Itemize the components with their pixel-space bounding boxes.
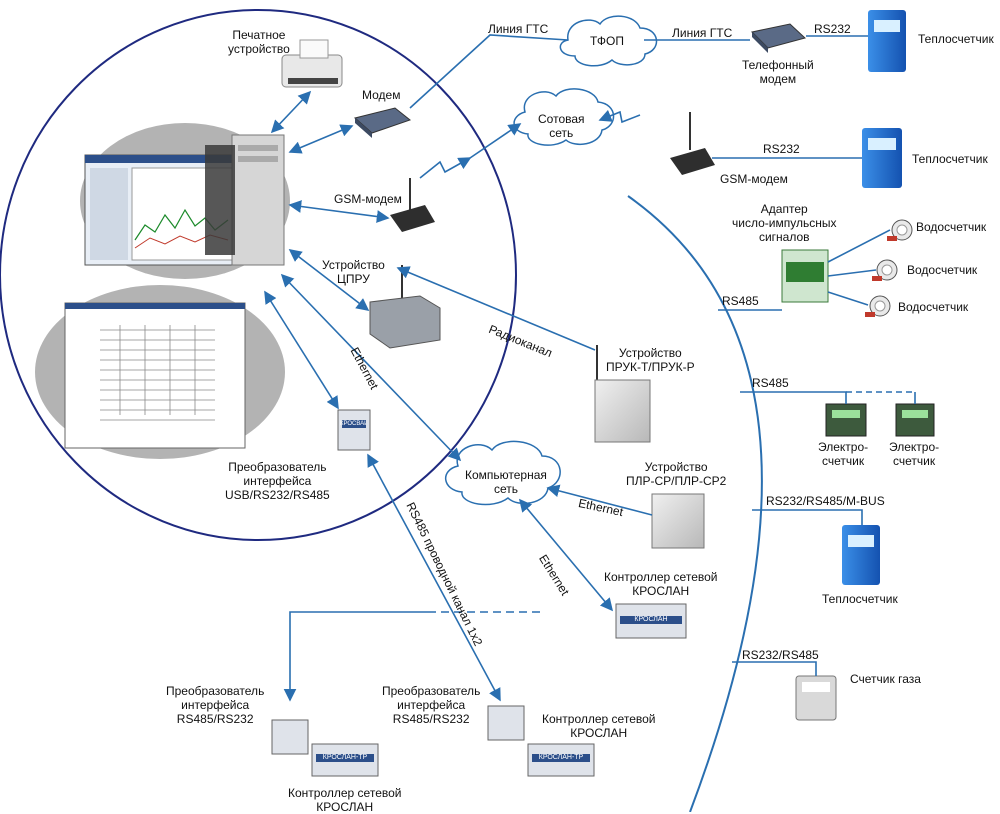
link-adapter-w2 <box>827 269 877 277</box>
label-water-1: Водосчетчик <box>916 220 987 234</box>
link-rs232-gas <box>732 661 817 676</box>
label-cellular: Сотовая сеть <box>538 112 585 140</box>
label-conv-left: Преобразователь интерфейса RS485/RS232 <box>166 684 265 726</box>
label-kroslan-right: Контроллер сетевой КРОСЛАН <box>604 570 718 598</box>
label-gsm-modem: GSM-модем <box>334 192 402 206</box>
link-adapter-w3 <box>827 291 869 306</box>
link-wired-left <box>283 611 428 702</box>
label-computer-net: Компьютерная сеть <box>465 468 547 496</box>
dispatch-zone-ellipse <box>0 9 517 541</box>
report-document <box>64 302 246 449</box>
field-zone-arc <box>627 195 763 812</box>
link-pc-gsm <box>288 200 390 223</box>
usb-converter-device <box>337 409 371 451</box>
electricity-meter-1 <box>825 403 867 437</box>
label-kroslan-bottom: Контроллер сетевой КРОСЛАН <box>288 786 402 814</box>
pulse-adapter-device <box>781 249 829 303</box>
label-gas-meter: Счетчик газа <box>850 672 921 686</box>
heat-meter-3 <box>842 525 880 585</box>
heat-meter-2 <box>862 128 902 188</box>
printer-device <box>281 39 343 88</box>
phone-modem-device <box>750 23 806 53</box>
label-rs232-top: RS232 <box>814 22 851 36</box>
gsm-modem-right-device <box>670 112 715 175</box>
label-rs232-rs485: RS232/RS485 <box>742 648 819 662</box>
gsm-modem-device <box>390 178 435 232</box>
label-line-gts-2: Линия ГТС <box>672 26 733 40</box>
pc-workstation <box>84 134 285 266</box>
link-mbus-heat3 <box>752 509 863 525</box>
label-modem: Модем <box>362 88 401 102</box>
label-kroslan-mid: Контроллер сетевой КРОСЛАН <box>542 712 656 740</box>
label-converter-usb: Преобразователь интерфейса USB/RS232/RS4… <box>225 460 330 502</box>
krosvayr-text: КРОСВАЙР <box>340 421 366 427</box>
kroslan-tr-mid-device <box>527 743 595 777</box>
label-heat-meter-3: Теплосчетчик <box>822 592 898 606</box>
label-pruk: Устройство ПРУК-Т/ПРУК-Р <box>606 346 695 374</box>
water-meter-3 <box>865 295 891 317</box>
label-rs232-mbus: RS232/RS485/M-BUS <box>766 494 885 508</box>
kroslan-panel-text: КРОСЛАН <box>634 616 668 623</box>
link-cpru-pruk <box>396 266 596 351</box>
link-pc-compnet <box>280 273 462 462</box>
label-line-gts-1: Линия ГТС <box>488 22 549 36</box>
tfop-cloud <box>559 15 658 67</box>
kroslan-tr-mid-text: КРОСЛАН-ТР <box>538 754 584 761</box>
kroslan-tr-left-device <box>311 743 379 777</box>
link-compnet-kroslan <box>518 498 614 612</box>
link-gsm-cellular-b <box>469 123 522 159</box>
heat-meter-1 <box>868 10 906 72</box>
label-water-3: Водосчетчик <box>898 300 969 314</box>
label-rs232-gsm: RS232 <box>763 142 800 156</box>
label-rs485-1: RS485 <box>722 294 759 308</box>
modem-device <box>353 107 412 138</box>
label-conv-mid: Преобразователь интерфейса RS485/RS232 <box>382 684 481 726</box>
link-usbconv-bottom <box>367 453 501 702</box>
water-meter-2 <box>872 259 898 281</box>
kroslan-tr-left-text: КРОСЛАН-ТР <box>322 754 368 761</box>
label-electro-1: Электро- счетчик <box>818 440 869 468</box>
electricity-meter-2 <box>895 403 935 437</box>
label-phone-modem: Телефонный модем <box>742 58 814 86</box>
kroslan-right-device <box>615 603 687 639</box>
gas-meter-device <box>795 675 837 721</box>
converter-mid-device <box>487 705 525 741</box>
pruk-device <box>594 345 651 443</box>
label-cpru: Устройство ЦПРУ <box>322 258 385 286</box>
label-heat-meter-2: Теплосчетчик <box>912 152 988 166</box>
label-water-2: Водосчетчик <box>907 263 978 277</box>
link-adapter-w1 <box>827 229 891 263</box>
link-pc-printer <box>270 90 312 134</box>
link-cellular-gsmright <box>598 109 641 124</box>
label-tfop: ТФОП <box>590 34 625 48</box>
label-printer: Печатное устройство <box>228 28 290 56</box>
label-adapter: Адаптер число-импульсных сигналов <box>732 202 837 244</box>
plr-device <box>651 493 705 549</box>
link-pc-modem <box>288 124 354 154</box>
water-meter-1 <box>887 219 913 241</box>
label-rs485-2: RS485 <box>752 376 789 390</box>
label-electro-2: Электро- счетчик <box>889 440 940 468</box>
link-gsm-cellular <box>419 157 472 179</box>
label-heat-meter-1: Теплосчетчик <box>918 32 994 46</box>
cellular-cloud <box>513 88 615 146</box>
link-modem-gts <box>409 34 569 109</box>
converter-left-device <box>271 719 309 755</box>
label-plr: Устройство ПЛР-СР/ПЛР-СР2 <box>626 460 727 488</box>
label-gsm-modem-right: GSM-модем <box>720 172 788 186</box>
